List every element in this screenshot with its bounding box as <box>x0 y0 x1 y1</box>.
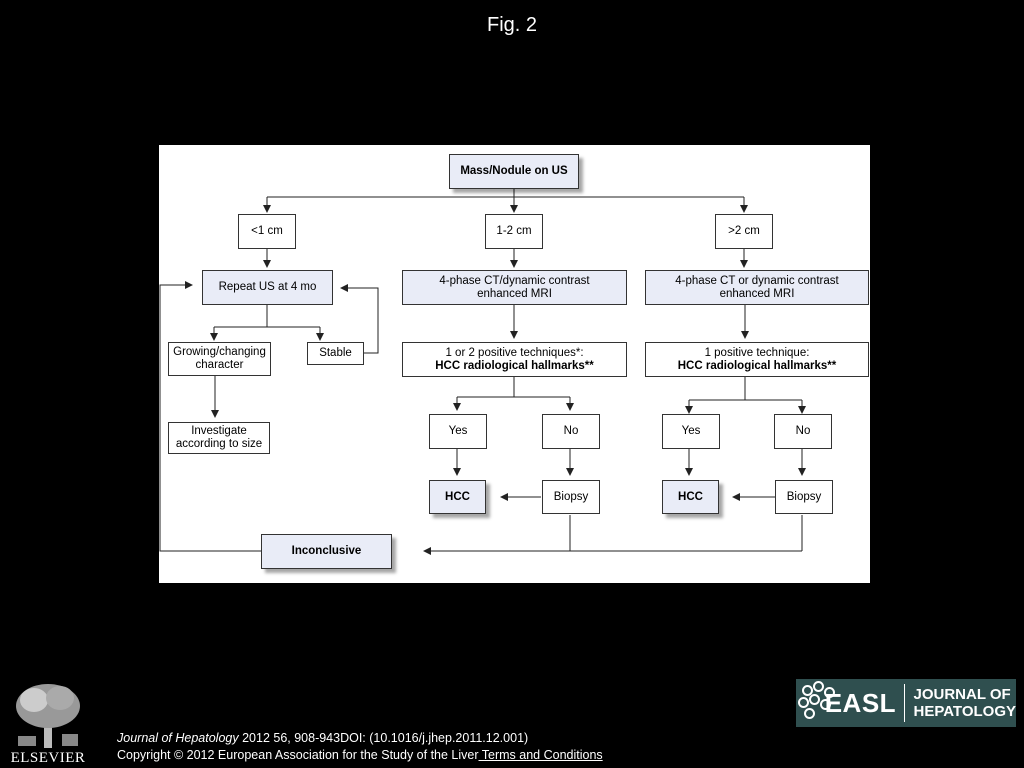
stable-box: Stable <box>307 342 364 365</box>
copyright-text: Copyright © 2012 European Association fo… <box>117 748 479 762</box>
growing-label: Growing/changing character <box>173 346 266 371</box>
biopsy-box-1to2: Biopsy <box>542 480 600 514</box>
stable-label: Stable <box>319 347 352 359</box>
journal-logo-line1: JOURNAL OF <box>913 686 1011 703</box>
journal-logo-text: JOURNAL OF HEPATOLOGY <box>913 686 1016 720</box>
elsevier-tree-icon <box>16 684 80 748</box>
hcc-box-gt2: HCC <box>662 480 719 514</box>
ct-mri-gt2-label: 4-phase CT or dynamic contrast enhanced … <box>675 274 839 300</box>
easl-wordmark: EASL <box>824 687 897 718</box>
repeat-us-label: Repeat US at 4 mo <box>218 281 317 293</box>
ct-mri-gt2-box: 4-phase CT or dynamic contrast enhanced … <box>645 270 869 305</box>
no-box-1to2: No <box>542 414 600 449</box>
logo-divider <box>904 684 906 722</box>
biopsy-label-1to2: Biopsy <box>553 490 589 503</box>
no-label-gt2: No <box>795 425 811 437</box>
yes-label-gt2: Yes <box>681 425 701 437</box>
no-box-gt2: No <box>774 414 832 449</box>
slide-title: Fig. 2 <box>486 14 538 36</box>
inconclusive-box: Inconclusive <box>261 534 392 569</box>
journal-name: Journal of Hepatology <box>117 731 239 745</box>
hcc-box-1to2: HCC <box>429 480 486 514</box>
citation-line: Journal of Hepatology 2012 56, 908-943DO… <box>117 730 603 747</box>
criteria-1to2-line1: 1 or 2 positive techniques*: <box>445 346 584 359</box>
ct-mri-1to2-label: 4-phase CT/dynamic contrast enhanced MRI <box>439 274 590 300</box>
hcc-label-gt2: HCC <box>678 490 703 503</box>
size-gt2-box: >2 cm <box>715 214 773 249</box>
investigate-box: Investigate according to size <box>168 422 270 454</box>
hcc-label-1to2: HCC <box>445 490 470 503</box>
investigate-label: Investigate according to size <box>175 425 263 450</box>
criteria-gt2-line1: 1 positive technique: <box>704 346 810 359</box>
flowchart-figure: Mass/Nodule on US <1 cm 1-2 cm >2 cm Rep… <box>159 145 870 583</box>
size-lt1-label: <1 cm <box>251 225 283 237</box>
criteria-1to2-line2: HCC radiological hallmarks** <box>435 359 594 372</box>
no-label-1to2: No <box>563 425 579 437</box>
inconclusive-label: Inconclusive <box>291 545 362 557</box>
easl-journal-logo: EASL JOURNAL OF HEPATOLOGY <box>796 679 1016 727</box>
yes-box-1to2: Yes <box>429 414 487 449</box>
growing-box: Growing/changing character <box>168 342 271 376</box>
mass-nodule-box: Mass/Nodule on US <box>449 154 579 189</box>
journal-logo-line2: HEPATOLOGY <box>913 703 1016 720</box>
size-1to2-label: 1-2 cm <box>496 225 532 237</box>
criteria-1to2-box: 1 or 2 positive techniques*: HCC radiolo… <box>402 342 627 377</box>
ct-mri-1to2-box: 4-phase CT/dynamic contrast enhanced MRI <box>402 270 627 305</box>
size-gt2-label: >2 cm <box>728 225 760 237</box>
size-lt1-box: <1 cm <box>238 214 296 249</box>
elsevier-logo: ELSEVIER <box>8 680 88 768</box>
yes-label-1to2: Yes <box>448 425 468 437</box>
elsevier-wordmark: ELSEVIER <box>10 750 86 766</box>
biopsy-label-gt2: Biopsy <box>786 490 822 503</box>
terms-link[interactable]: Terms and Conditions <box>478 748 603 762</box>
repeat-us-box: Repeat US at 4 mo <box>202 270 333 305</box>
connector-lines <box>159 189 806 555</box>
copyright-line: Copyright © 2012 European Association fo… <box>117 747 603 764</box>
yes-box-gt2: Yes <box>662 414 720 449</box>
criteria-gt2-box: 1 positive technique: HCC radiological h… <box>645 342 869 377</box>
easl-dots-icon <box>796 679 835 727</box>
size-1to2-box: 1-2 cm <box>485 214 543 249</box>
criteria-gt2-line2: HCC radiological hallmarks** <box>677 359 837 372</box>
mass-nodule-label: Mass/Nodule on US <box>460 165 568 177</box>
biopsy-box-gt2: Biopsy <box>775 480 833 514</box>
citation-block: Journal of Hepatology 2012 56, 908-943DO… <box>117 730 603 764</box>
citation-details: 2012 56, 908-943DOI: (10.1016/j.jhep.201… <box>238 731 529 745</box>
